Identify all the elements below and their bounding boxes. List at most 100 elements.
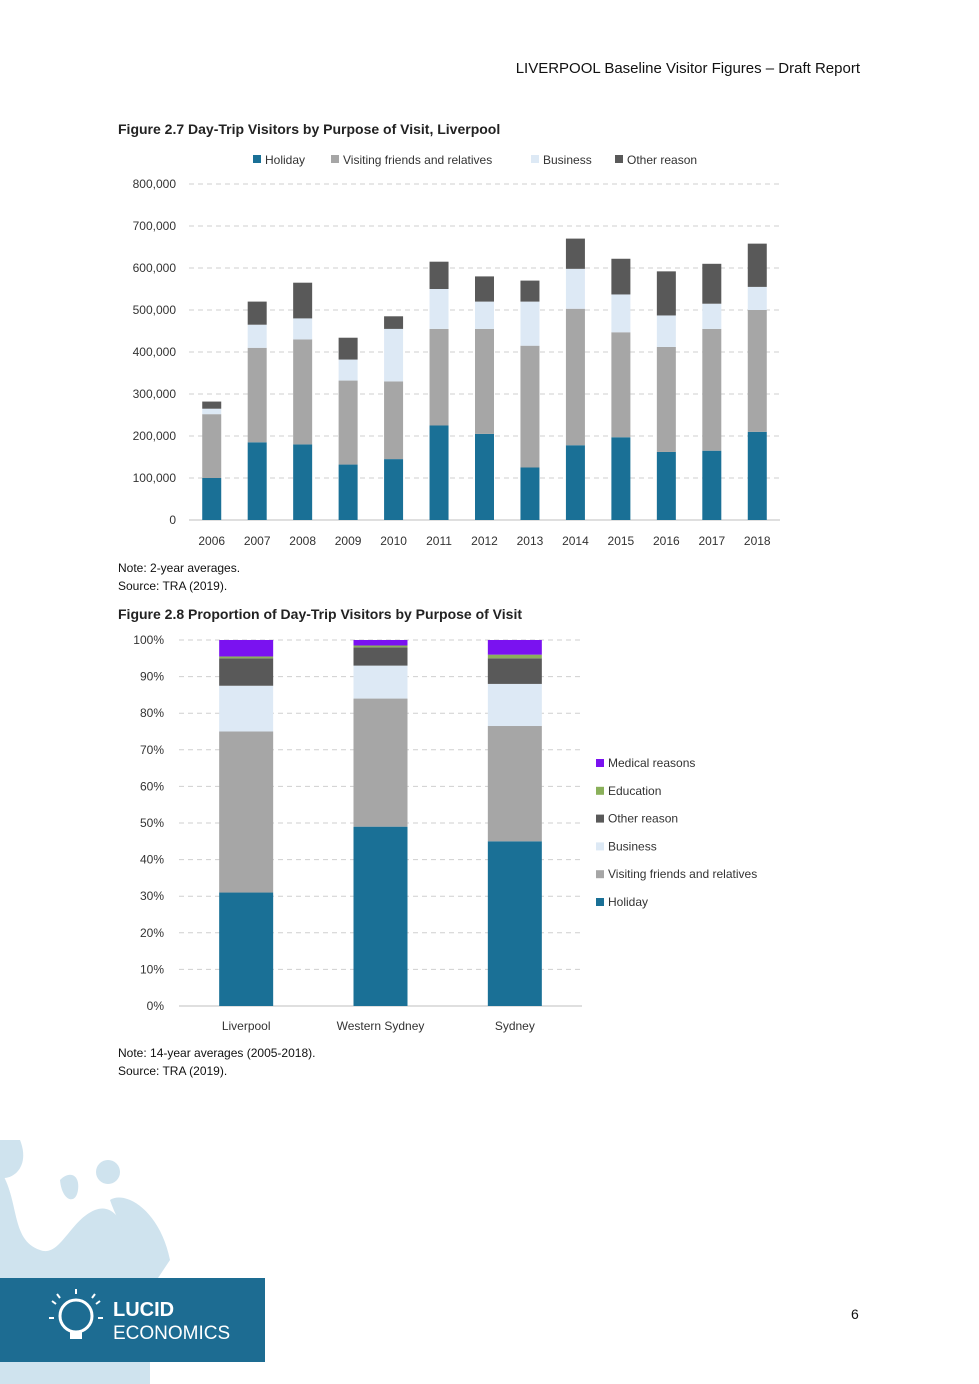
y-tick-label: 20% bbox=[140, 926, 164, 940]
bar-segment bbox=[487, 683, 542, 727]
bar-segment bbox=[702, 303, 722, 329]
legend-label: Holiday bbox=[265, 153, 305, 167]
bar-segment bbox=[384, 459, 404, 520]
legend-label: Other reason bbox=[608, 812, 678, 826]
bar-segment bbox=[565, 308, 585, 446]
x-tick-label: Sydney bbox=[495, 1019, 535, 1033]
bar-segment bbox=[293, 318, 313, 340]
y-tick-label: 300,000 bbox=[133, 387, 177, 401]
legend-label: Holiday bbox=[608, 895, 648, 909]
figure-2-note-block: Note: 14-year averages (2005-2018). Sour… bbox=[118, 1044, 315, 1080]
bar-segment bbox=[353, 665, 408, 699]
legend-swatch bbox=[596, 786, 604, 795]
bar-segment bbox=[702, 263, 722, 304]
page-number: 6 bbox=[851, 1306, 859, 1322]
bar-segment bbox=[656, 315, 676, 347]
legend-swatch bbox=[531, 155, 539, 163]
logo-text-lucid: LUCID bbox=[113, 1299, 174, 1321]
y-tick-label: 80% bbox=[140, 706, 164, 720]
x-tick-label: 2015 bbox=[608, 534, 635, 548]
bar-segment bbox=[747, 310, 767, 432]
bar-segment bbox=[293, 339, 313, 445]
bar-segment bbox=[353, 647, 408, 666]
bar-segment bbox=[219, 658, 274, 686]
bar-segment bbox=[747, 286, 767, 310]
bar-segment bbox=[487, 726, 542, 842]
x-tick-label: 2007 bbox=[244, 534, 271, 548]
bar-segment bbox=[611, 258, 631, 295]
bar-segment bbox=[611, 294, 631, 333]
legend-swatch bbox=[596, 842, 604, 851]
bar-segment bbox=[429, 261, 449, 289]
bar-segment bbox=[475, 301, 494, 329]
bar-segment bbox=[520, 280, 540, 302]
y-tick-label: 70% bbox=[140, 743, 164, 757]
x-tick-label: 2013 bbox=[517, 534, 544, 548]
y-tick-label: 40% bbox=[140, 853, 164, 867]
bar-segment bbox=[747, 431, 767, 520]
y-tick-label: 400,000 bbox=[133, 345, 177, 359]
bar-segment bbox=[656, 451, 676, 520]
bar-segment bbox=[338, 337, 358, 360]
bar-segment bbox=[565, 268, 585, 309]
y-tick-label: 500,000 bbox=[133, 303, 177, 317]
legend-label: Medical reasons bbox=[608, 756, 695, 770]
bar-segment bbox=[353, 640, 408, 646]
bar-segment bbox=[247, 442, 267, 520]
bar-segment bbox=[702, 450, 722, 520]
bar-segment bbox=[475, 328, 494, 434]
chart-proportion-visitors: 0%10%20%30%40%50%60%70%80%90%100%Liverpo… bbox=[133, 633, 757, 1033]
bar-segment bbox=[219, 685, 274, 732]
y-tick-label: 200,000 bbox=[133, 429, 177, 443]
y-tick-label: 60% bbox=[140, 779, 164, 793]
bar-segment bbox=[353, 645, 408, 648]
bar-segment bbox=[520, 467, 540, 520]
x-tick-label: Western Sydney bbox=[337, 1019, 425, 1033]
y-tick-label: 600,000 bbox=[133, 261, 177, 275]
x-tick-label: Liverpool bbox=[222, 1019, 271, 1033]
figure-2-source: Source: TRA (2019). bbox=[118, 1064, 228, 1078]
bar-segment bbox=[429, 425, 449, 520]
bar-segment bbox=[475, 276, 494, 302]
bar-segment bbox=[202, 401, 222, 409]
bar-segment bbox=[219, 640, 274, 657]
bar-segment bbox=[384, 381, 404, 460]
bar-segment bbox=[656, 271, 676, 316]
report-header: LIVERPOOL Baseline Visitor Figures – Dra… bbox=[515, 60, 860, 77]
bar-segment bbox=[487, 640, 542, 655]
figure-1-note: Note: 2-year averages. bbox=[118, 561, 241, 575]
figure-1-note-block: Note: 2-year averages. Source: TRA (2019… bbox=[118, 559, 240, 595]
logo-text-economics: ECONOMICS bbox=[113, 1323, 230, 1344]
bar-segment bbox=[247, 301, 267, 325]
bar-segment bbox=[429, 328, 449, 426]
y-tick-label: 100,000 bbox=[133, 471, 177, 485]
legend-swatch bbox=[253, 155, 261, 163]
legend-swatch bbox=[596, 898, 604, 906]
legend-swatch bbox=[596, 870, 604, 879]
bar-segment bbox=[293, 282, 313, 319]
bar-segment bbox=[353, 698, 408, 827]
y-tick-label: 100% bbox=[133, 633, 164, 647]
logo-band bbox=[0, 1278, 265, 1362]
y-tick-label: 0% bbox=[147, 999, 165, 1013]
bar-segment bbox=[565, 238, 585, 269]
y-tick-label: 700,000 bbox=[133, 219, 177, 233]
bar-segment bbox=[202, 478, 222, 520]
y-tick-label: 30% bbox=[140, 889, 164, 903]
y-tick-label: 10% bbox=[140, 962, 164, 976]
x-tick-label: 2006 bbox=[198, 534, 225, 548]
bar-segment bbox=[338, 380, 358, 465]
bar-segment bbox=[202, 414, 222, 478]
chart-day-trip-visitors: 0100,000200,000300,000400,000500,000600,… bbox=[133, 153, 780, 548]
legend-label: Business bbox=[543, 153, 592, 167]
figure-2-title: Figure 2.8 Proportion of Day-Trip Visito… bbox=[118, 606, 522, 622]
bar-segment bbox=[487, 654, 542, 659]
y-tick-label: 90% bbox=[140, 670, 164, 684]
bar-segment bbox=[475, 433, 494, 520]
bar-segment bbox=[429, 289, 449, 329]
bar-segment bbox=[565, 445, 585, 520]
legend-label: Business bbox=[608, 839, 657, 853]
x-tick-label: 2018 bbox=[744, 534, 771, 548]
x-tick-label: 2017 bbox=[698, 534, 725, 548]
bar-segment bbox=[656, 346, 676, 452]
